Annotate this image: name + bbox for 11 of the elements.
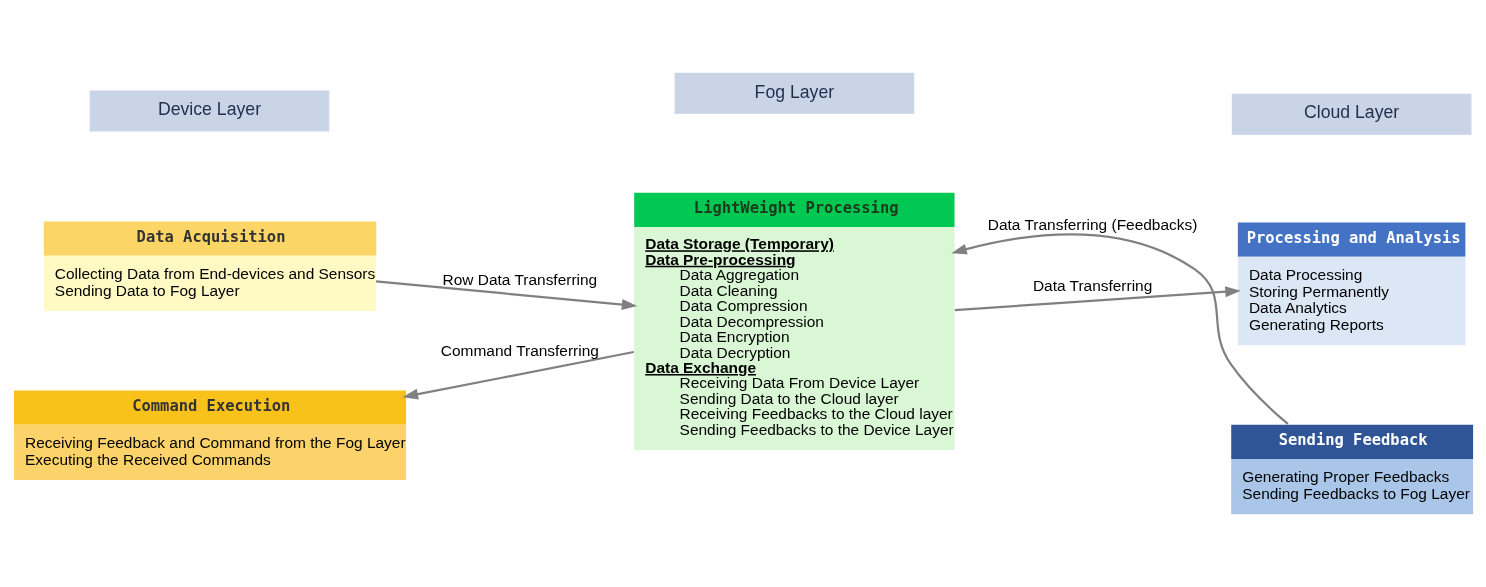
arrow [954,286,1241,312]
edge-label: Row Data Transferring [442,270,598,288]
label: Device Layer [157,99,262,120]
edge-label: Command Transferring [440,342,599,360]
label: Fog Layer [754,81,835,102]
arrow [375,280,638,310]
arrow [402,350,634,400]
edge-label: Data Transferring (Feedbacks) [987,216,1198,234]
edge-label: Data Transferring [1032,277,1153,295]
arrow [951,233,1289,425]
label: Cloud Layer [1304,102,1400,123]
